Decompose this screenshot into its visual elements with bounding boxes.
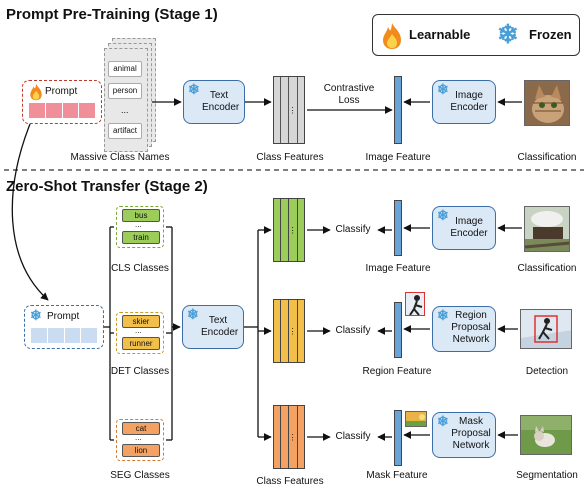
mask-proposal-network: ❄ Mask Proposal Network [432, 412, 496, 458]
cls-classes-box: bus ... train [116, 206, 164, 248]
stage1-image-encoder-label: Image Encoder [450, 90, 488, 113]
seg-classes-caption: SEG Classes [110, 470, 170, 481]
mask-feature-bar [394, 410, 402, 466]
fire-icon [383, 23, 401, 49]
legend-learnable-label: Learnable [409, 27, 471, 42]
region-proposal-network-label: Region Proposal Network [451, 310, 491, 345]
mask-feature-caption: Mask Feature [366, 470, 428, 481]
detection-caption: Detection [525, 366, 569, 377]
stage2-prompt-box: ❄ Prompt [24, 305, 104, 349]
cls-classes-caption: CLS Classes [111, 263, 169, 274]
class-name-word: artifact [108, 123, 142, 139]
fire-icon [30, 83, 42, 101]
stage1-class-features: ⋮ [273, 76, 305, 144]
stage1-class-features-caption: Class Features [256, 152, 324, 163]
cat-photo [524, 80, 570, 126]
snowflake-icon: ❄ [437, 207, 449, 223]
image-encoder: ❄ Image Encoder [432, 206, 496, 250]
stage1-image-encoder: ❄ Image Encoder [432, 80, 496, 124]
legend-box: Learnable ❄ Frozen [372, 14, 580, 56]
prompt-tokens [31, 328, 97, 343]
stage2-title: Zero-Shot Transfer (Stage 2) [6, 178, 208, 195]
snowflake-icon: ❄ [437, 307, 449, 323]
class-pill: bus [122, 209, 160, 222]
stage1-text-encoder: ❄ Text Encoder [183, 80, 245, 124]
classify-label: Classify [335, 224, 371, 235]
stage2-text-encoder: ❄ Text Encoder [182, 305, 244, 349]
class-pill: cat [122, 422, 160, 435]
mask-crop-thumbnail [405, 411, 427, 427]
snowflake-icon: ❄ [188, 81, 200, 97]
stage1-task-caption: Classification [517, 152, 577, 163]
stage2-class-features-caption: Class Features [256, 476, 324, 487]
contrastive-loss-label: Contrastive Loss [323, 83, 375, 106]
image-feature-bar [394, 200, 402, 256]
class-pill: train [122, 231, 160, 244]
mask-proposal-network-label: Mask Proposal Network [451, 416, 491, 451]
class-ellipsis: ... [135, 220, 142, 229]
class-pill: lion [122, 444, 160, 457]
image-feature-caption: Image Feature [365, 263, 431, 274]
class-pill: runner [122, 337, 160, 350]
classify-label: Classify [335, 431, 371, 442]
stage1-title: Prompt Pre-Training (Stage 1) [6, 6, 218, 23]
det-classes-box: skier ... runner [116, 312, 164, 354]
snowflake-icon: ❄ [437, 81, 449, 97]
region-feature-caption: Region Feature [362, 366, 432, 377]
image-encoder-label: Image Encoder [450, 216, 488, 239]
region-feature-bar [394, 302, 402, 358]
class-pill: skier [122, 315, 160, 328]
seg-class-features: ⋮ [273, 405, 305, 469]
region-crop-thumbnail [405, 292, 425, 316]
stage1-prompt-box: Prompt [22, 80, 102, 124]
class-names-card-front: animal person ... artifact [104, 48, 148, 152]
region-proposal-network: ❄ Region Proposal Network [432, 306, 496, 352]
snowflake-icon: ❄ [187, 306, 199, 322]
stage1-text-encoder-label: Text Encoder [202, 90, 240, 113]
stage1-image-feature-bar [394, 76, 402, 144]
snowflake-icon: ❄ [437, 413, 449, 429]
skier-photo [520, 309, 572, 349]
class-name-ellipsis: ... [121, 105, 129, 115]
segmentation-caption: Segmentation [516, 470, 578, 481]
prompt-tokens [29, 103, 95, 118]
class-name-word: animal [108, 61, 142, 77]
seg-classes-box: cat ... lion [116, 419, 164, 461]
train-photo [524, 206, 570, 252]
cat-field-photo [520, 415, 572, 455]
stage2-prompt-label: Prompt [47, 311, 80, 322]
classify-label: Classify [335, 325, 371, 336]
snowflake-icon: ❄ [497, 19, 519, 49]
det-classes-caption: DET Classes [110, 366, 170, 377]
class-names-caption: Massive Class Names [70, 152, 170, 163]
class-ellipsis: ... [135, 433, 142, 442]
class-ellipsis: ... [135, 326, 142, 335]
class-name-word: person [108, 83, 142, 99]
legend-frozen-label: Frozen [529, 27, 572, 42]
stage1-image-feature-caption: Image Feature [365, 152, 431, 163]
stage1-prompt-label: Prompt [45, 86, 78, 97]
snowflake-icon: ❄ [30, 307, 42, 323]
cls-class-features: ⋮ [273, 198, 305, 262]
stage2-text-encoder-label: Text Encoder [201, 315, 239, 338]
classification-caption: Classification [517, 263, 577, 274]
det-class-features: ⋮ [273, 299, 305, 363]
